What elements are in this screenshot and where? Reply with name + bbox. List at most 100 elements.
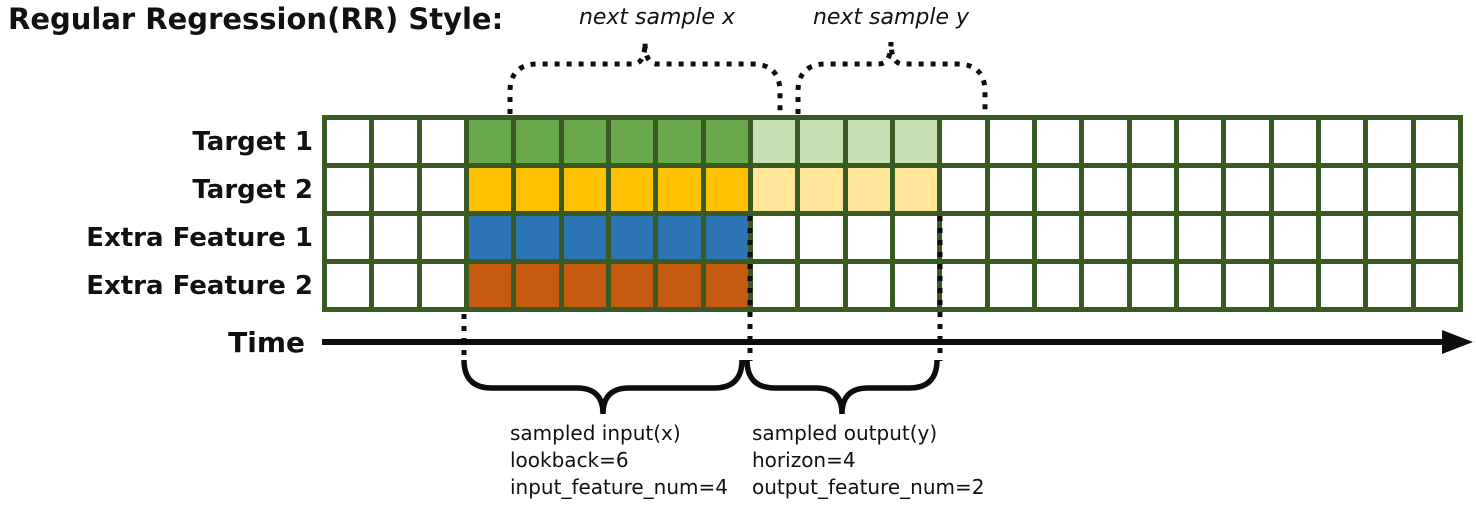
- grid-cell-r1c3: [421, 120, 464, 163]
- next-sample-x-brace: [507, 41, 783, 114]
- grid-cell-r4c24: [1415, 264, 1458, 307]
- grid-cell-r3c16: [1036, 216, 1080, 259]
- grid-cell-r1c10: [752, 120, 796, 163]
- grid-cell-r2c24: [1415, 168, 1458, 211]
- grid-cell-r2c13: [894, 168, 938, 211]
- grid-cell-r1c14: [942, 120, 985, 163]
- grid-cell-r1c4: [468, 120, 512, 163]
- grid-cell-r1c6: [563, 120, 606, 163]
- grid-cell-r2c18: [1131, 168, 1174, 211]
- grid-cell-r1c24: [1415, 120, 1458, 163]
- grid-cell-r4c20: [1226, 264, 1269, 307]
- grid-cell-r1c15: [989, 120, 1032, 163]
- annotation-text-line: sampled input(x): [510, 421, 681, 445]
- grid-cell-r2c4: [468, 168, 512, 211]
- grid-cell-r3c2: [374, 216, 417, 259]
- grid-cell-r3c10: [752, 216, 796, 259]
- grid-cell-r2c19: [1178, 168, 1222, 211]
- grid-cell-r1c22: [1320, 120, 1364, 163]
- grid-cell-r4c6: [563, 264, 606, 307]
- grid-cell-r4c7: [610, 264, 654, 307]
- grid-cell-r4c11: [800, 264, 843, 307]
- sampled-output-text-block: sampled output(y) horizon=4 output_feature…: [752, 420, 985, 501]
- grid-cell-r2c22: [1320, 168, 1364, 211]
- grid-cell-r3c24: [1415, 216, 1458, 259]
- grid-cell-r3c3: [421, 216, 464, 259]
- grid-cell-r1c1: [327, 120, 370, 163]
- sampled-input-text-block: sampled input(x) lookback=6 input_feature_…: [510, 420, 728, 501]
- grid-cell-r1c16: [1036, 120, 1080, 163]
- grid-cell-r2c3: [421, 168, 464, 211]
- grid-cell-r1c23: [1368, 120, 1411, 163]
- grid-cell-r3c6: [563, 216, 606, 259]
- grid-cell-r3c11: [800, 216, 843, 259]
- grid-cell-r1c2: [374, 120, 417, 163]
- grid-cell-r2c23: [1368, 168, 1411, 211]
- grid-cell-r1c21: [1273, 120, 1316, 163]
- time-series-grid: [322, 115, 1463, 312]
- grid-cell-r2c15: [989, 168, 1032, 211]
- grid-cell-r4c14: [942, 264, 985, 307]
- grid-cell-r3c7: [610, 216, 654, 259]
- grid-cell-r2c12: [847, 168, 890, 211]
- grid-cell-r4c16: [1036, 264, 1080, 307]
- grid-cell-r1c19: [1178, 120, 1222, 163]
- grid-cell-r3c14: [942, 216, 985, 259]
- grid-cell-r3c22: [1320, 216, 1364, 259]
- grid-cell-r1c18: [1131, 120, 1174, 163]
- grid-cell-r3c17: [1084, 216, 1127, 259]
- grid-cell-r4c18: [1131, 264, 1174, 307]
- row-label-2: Target 2: [192, 175, 313, 205]
- grid-cell-r3c13: [894, 216, 938, 259]
- grid-cell-r4c9: [705, 264, 748, 307]
- grid-cell-r4c2: [374, 264, 417, 307]
- grid-cell-r1c11: [800, 120, 843, 163]
- grid-cell-r4c10: [752, 264, 796, 307]
- time-axis-label: Time: [228, 326, 305, 359]
- grid-cell-r2c10: [752, 168, 796, 211]
- grid-cell-r1c12: [847, 120, 890, 163]
- grid-cell-r1c8: [658, 120, 701, 163]
- grid-cell-r3c21: [1273, 216, 1316, 259]
- grid-cell-r2c2: [374, 168, 417, 211]
- next-sample-y-brace: [795, 41, 988, 114]
- time-axis-arrowhead-icon: [1442, 330, 1473, 354]
- annotation-text-line: input_feature_num=4: [510, 475, 728, 499]
- grid-cell-r3c15: [989, 216, 1032, 259]
- grid-cell-r2c8: [658, 168, 701, 211]
- grid-cell-r2c9: [705, 168, 748, 211]
- grid-cell-r4c15: [989, 264, 1032, 307]
- grid-cell-r4c5: [516, 264, 559, 307]
- annotation-text-line: sampled output(y): [752, 421, 938, 445]
- sampled-input-brace: [461, 359, 745, 415]
- grid-cell-r4c13: [894, 264, 938, 307]
- row-label-3: Extra Feature 1: [86, 223, 313, 253]
- annotation-text-line: lookback=6: [510, 448, 629, 472]
- grid-cell-r1c20: [1226, 120, 1269, 163]
- row-label-1: Target 1: [192, 127, 313, 157]
- grid-cell-r3c20: [1226, 216, 1269, 259]
- grid-cell-r3c1: [327, 216, 370, 259]
- grid-cell-r3c5: [516, 216, 559, 259]
- grid-cell-r2c6: [563, 168, 606, 211]
- annotation-text-line: output_feature_num=2: [752, 475, 985, 499]
- grid-cell-r3c18: [1131, 216, 1174, 259]
- grid-cell-r1c5: [516, 120, 559, 163]
- next-sample-x-label: next sample x: [578, 5, 736, 30]
- grid-cell-r4c3: [421, 264, 464, 307]
- grid-cell-r4c8: [658, 264, 701, 307]
- grid-cell-r2c1: [327, 168, 370, 211]
- grid-cell-r4c22: [1320, 264, 1364, 307]
- grid-cell-r4c4: [468, 264, 512, 307]
- grid-cell-r2c11: [800, 168, 843, 211]
- diagram-title: Regular Regression(RR) Style:: [8, 2, 504, 36]
- sampled-output-brace: [744, 359, 940, 415]
- grid-cell-r2c17: [1084, 168, 1127, 211]
- annotation-text-line: horizon=4: [752, 448, 856, 472]
- row-label-4: Extra Feature 2: [86, 271, 313, 301]
- grid-cell-r2c21: [1273, 168, 1316, 211]
- grid-cell-r1c17: [1084, 120, 1127, 163]
- grid-cell-r4c17: [1084, 264, 1127, 307]
- grid-cell-r3c12: [847, 216, 890, 259]
